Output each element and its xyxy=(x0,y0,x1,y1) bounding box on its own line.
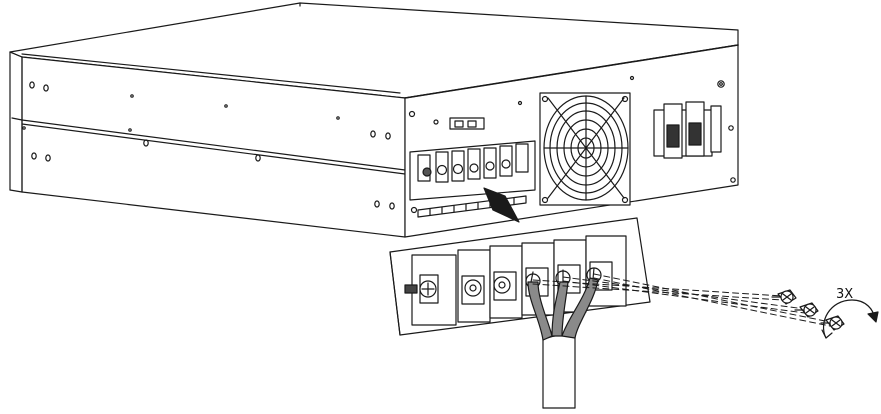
rear-screw-holes xyxy=(408,75,736,214)
terminal-position xyxy=(457,249,491,323)
rear-breakers xyxy=(653,101,722,159)
screw xyxy=(771,289,797,305)
screw xyxy=(820,315,845,331)
zoom-pointer xyxy=(483,187,520,223)
screw-count-label: 3X xyxy=(836,287,853,302)
cable-sheath xyxy=(561,277,599,339)
power-cable xyxy=(527,267,599,409)
terminal-position xyxy=(489,245,523,319)
rotation-arrow-icon xyxy=(821,299,879,339)
screw-guide-lines xyxy=(532,273,831,327)
terminal-block-closeup xyxy=(389,217,651,409)
cooling-fan xyxy=(539,92,631,206)
terminal-position xyxy=(404,254,457,326)
ups-chassis xyxy=(9,2,739,238)
screw xyxy=(794,302,819,318)
side-screw-holes xyxy=(22,81,395,210)
cable-sheath xyxy=(527,281,553,341)
rear-comm-port xyxy=(449,117,485,130)
rear-terminal-block xyxy=(409,140,536,201)
